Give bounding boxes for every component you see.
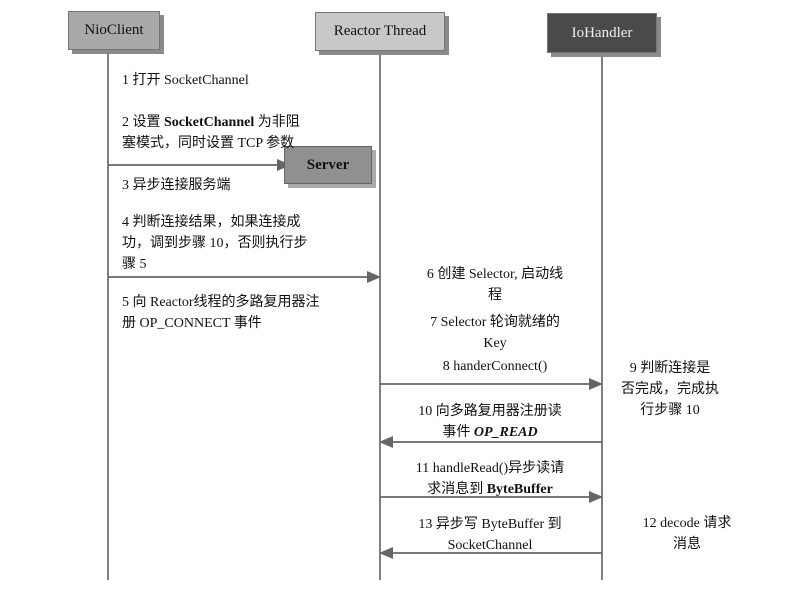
server-box: Server [284, 146, 372, 184]
step-13-label: 13 异步写 ByteBuffer 到 SocketChannel [418, 517, 562, 553]
step-5-label: 5 向 Reactor线程的多路复用器注 册 OP_CONNECT 事件 [122, 295, 320, 331]
step-9-label: 9 判断连接是 否完成，完成执 行步骤 10 [621, 361, 719, 418]
step-11-line1: 11 handleRead()异步读请 [415, 461, 565, 476]
nioclient-box: NioClient [68, 11, 160, 50]
step-2-bold: SocketChannel [164, 115, 255, 130]
step-8-label: 8 handerConnect() [442, 359, 548, 374]
step-2-suffix: 为非阻 [254, 115, 300, 130]
step-10-prefix: 事件 [442, 425, 474, 440]
step-10-line2: 事件 OP_READ [385, 422, 595, 443]
step-1-label: 1 打开 SocketChannel [122, 73, 249, 88]
step-10-line1: 10 向多路复用器注册读 [418, 404, 562, 419]
step-2-label: 2 设置 SocketChannel 为非阻 [122, 112, 300, 133]
step-11-line2: 求消息到 ByteBuffer [385, 479, 595, 500]
reactor-thread-box: Reactor Thread [315, 12, 445, 51]
step-11-bold: ByteBuffer [486, 482, 553, 497]
step-2-line2: 塞模式，同时设置 TCP 参数 [122, 136, 295, 151]
step-2-prefix: 2 设置 [122, 115, 164, 130]
step-6-label: 6 创建 Selector, 启动线 程 [426, 267, 564, 303]
iohandler-box: IoHandler [547, 13, 657, 53]
step-3-label: 3 异步连接服务端 [122, 178, 231, 193]
step-11-prefix: 求消息到 [427, 482, 487, 497]
step-4-label: 4 判断连接结果，如果连接成 功，调到步骤 10，否则执行步 骤 5 [122, 215, 308, 272]
step-12-label: 12 decode 请求 消息 [642, 516, 732, 552]
step-7-label: 7 Selector 轮询就绪的 Key [430, 315, 560, 351]
step-10-bold: OP_READ [473, 425, 538, 440]
